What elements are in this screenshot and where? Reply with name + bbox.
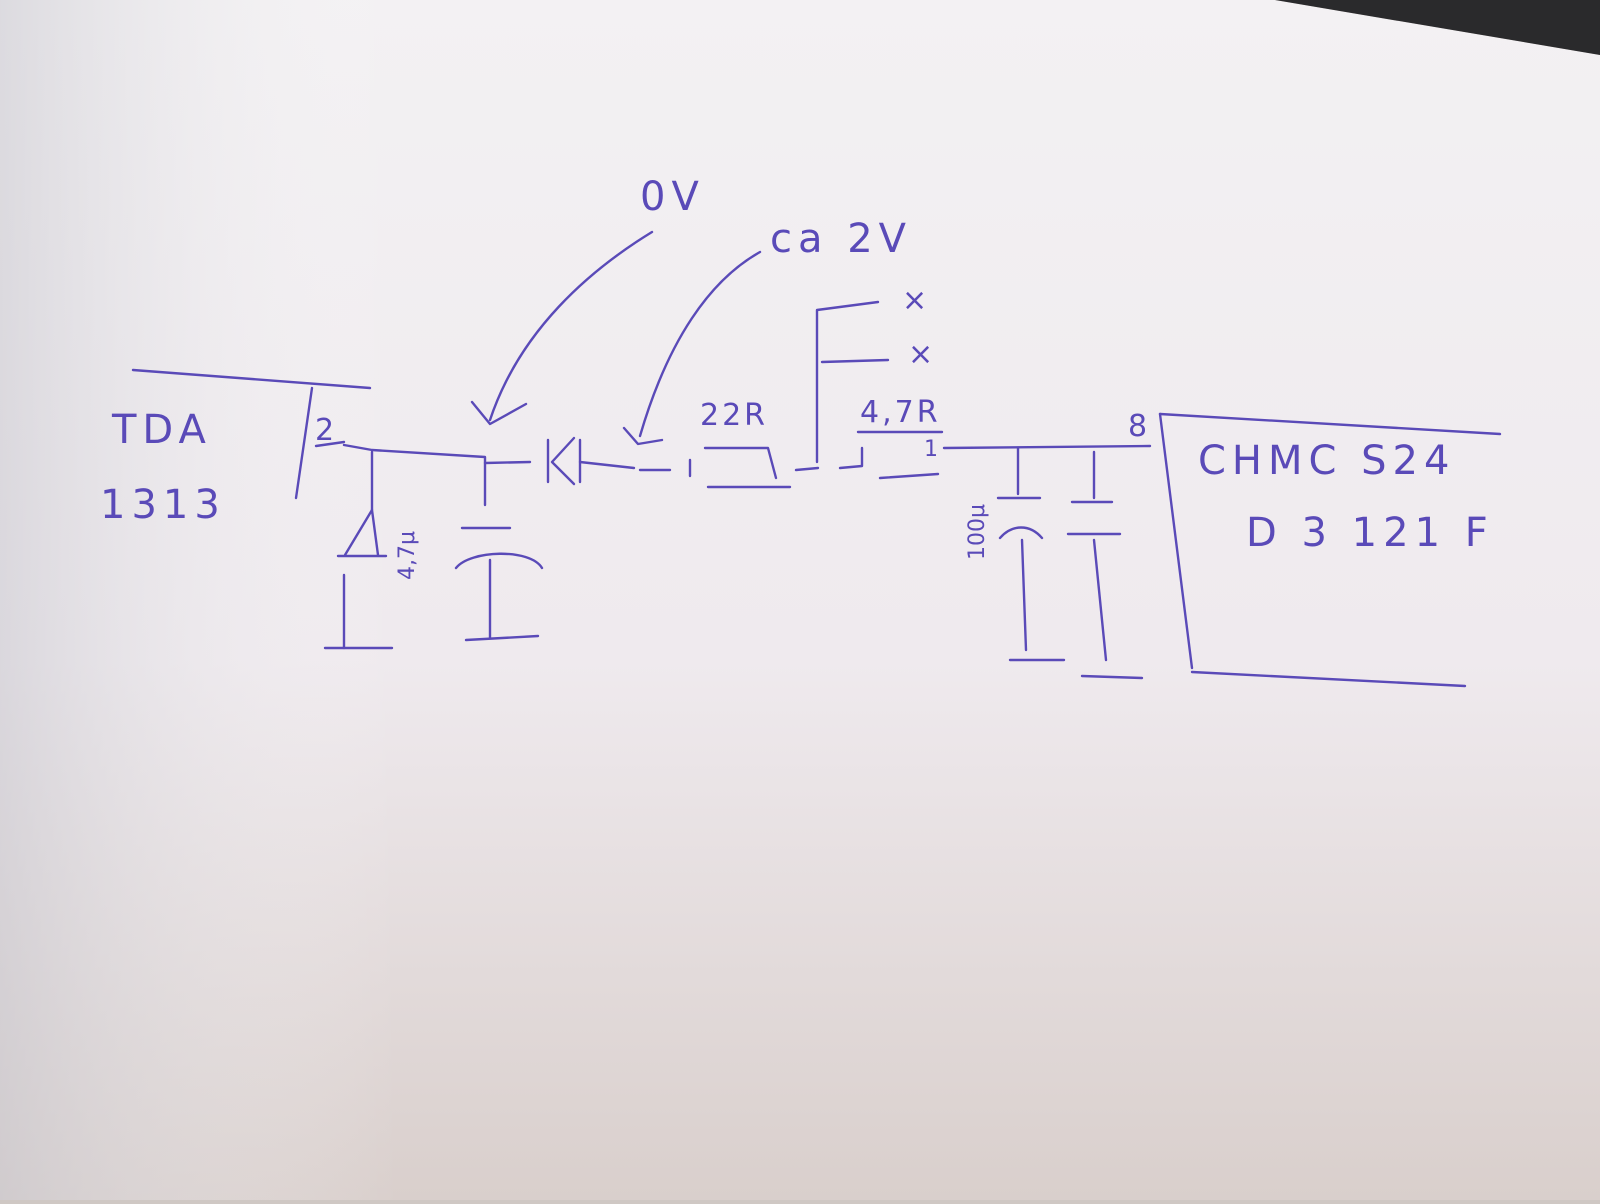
resistor-22r: 22R: [688, 398, 820, 489]
cap-middle-bottom-plate: [454, 552, 544, 570]
target-ic-label: CHMC S24: [1198, 438, 1455, 484]
cap-right-bottom-plate: [998, 526, 1044, 540]
wire-r1-r2: [794, 466, 820, 472]
nc-mark-1: ×: [902, 283, 930, 318]
resistor-1-value: 22R: [700, 398, 768, 433]
cap-right-value: 100μ: [965, 504, 990, 560]
arrow-0v-head: [470, 400, 528, 426]
diode-triangle: [550, 436, 576, 486]
ground-right-2: [1080, 674, 1144, 680]
target-ic: 8 CHMC S24 D 3 121 F: [1128, 409, 1502, 688]
source-ic: TDA 1313 2: [100, 368, 372, 528]
voltage-annotation-0v: 0V: [470, 174, 705, 426]
target-ic-side-edge: [1158, 412, 1194, 670]
target-ic-bottom-edge: [1190, 670, 1467, 688]
bracket-lower: [820, 358, 890, 364]
cap-left-symbol: [343, 508, 380, 557]
ground-middle: [464, 634, 540, 642]
cap-middle: [454, 526, 544, 642]
ic-side-edge: [294, 386, 314, 500]
resistor-4-7r: 4,7R 1: [838, 395, 1152, 480]
table-corner: [1275, 0, 1600, 55]
source-ic-number: 1313: [100, 482, 226, 528]
r2-body-bottom: [878, 472, 940, 480]
nc-bracket: × ×: [815, 283, 936, 464]
source-pin-label: 2: [315, 413, 337, 448]
wire-pin-to-node: [342, 443, 487, 507]
target-ic-number: D 3 121 F: [1246, 510, 1494, 556]
wire-node-to-diode: [483, 460, 532, 465]
nc-mark-2: ×: [908, 337, 936, 372]
cap-far-right-ground-lead: [1092, 538, 1108, 662]
cap-left-value: 4,7μ: [395, 531, 420, 580]
resistor-2-value: 4,7R: [860, 395, 941, 430]
voltage-0v-label: 0V: [640, 174, 705, 220]
voltage-2v-label: ca 2V: [770, 216, 912, 262]
target-pin-label: 8: [1128, 409, 1150, 444]
r2-left-lead: [838, 446, 864, 470]
target-ic-top-edge: [1158, 412, 1502, 436]
cap-far-right: [1066, 450, 1144, 680]
ic-top-edge: [131, 368, 372, 390]
bracket-upper: [815, 300, 880, 464]
cap-right-electrolytic: 100μ: [965, 446, 1066, 662]
arrow-2v-shaft: [638, 250, 762, 438]
pin-underline: [314, 440, 346, 448]
voltage-annotation-2v: ca 2V: [622, 216, 912, 446]
cap-left-electrolytic: 4,7μ: [323, 450, 420, 650]
diode-output-wire: [578, 460, 636, 470]
cap-right-ground-lead: [1020, 538, 1028, 652]
r1-body-top: [703, 446, 778, 480]
source-ic-label: TDA: [111, 407, 212, 453]
arrow-0v-shaft: [488, 230, 654, 422]
diode: [546, 436, 672, 486]
arrow-2v-head: [622, 426, 664, 446]
resistor-2-pin: 1: [924, 437, 938, 462]
wire-r2-to-ic: [942, 444, 1152, 450]
